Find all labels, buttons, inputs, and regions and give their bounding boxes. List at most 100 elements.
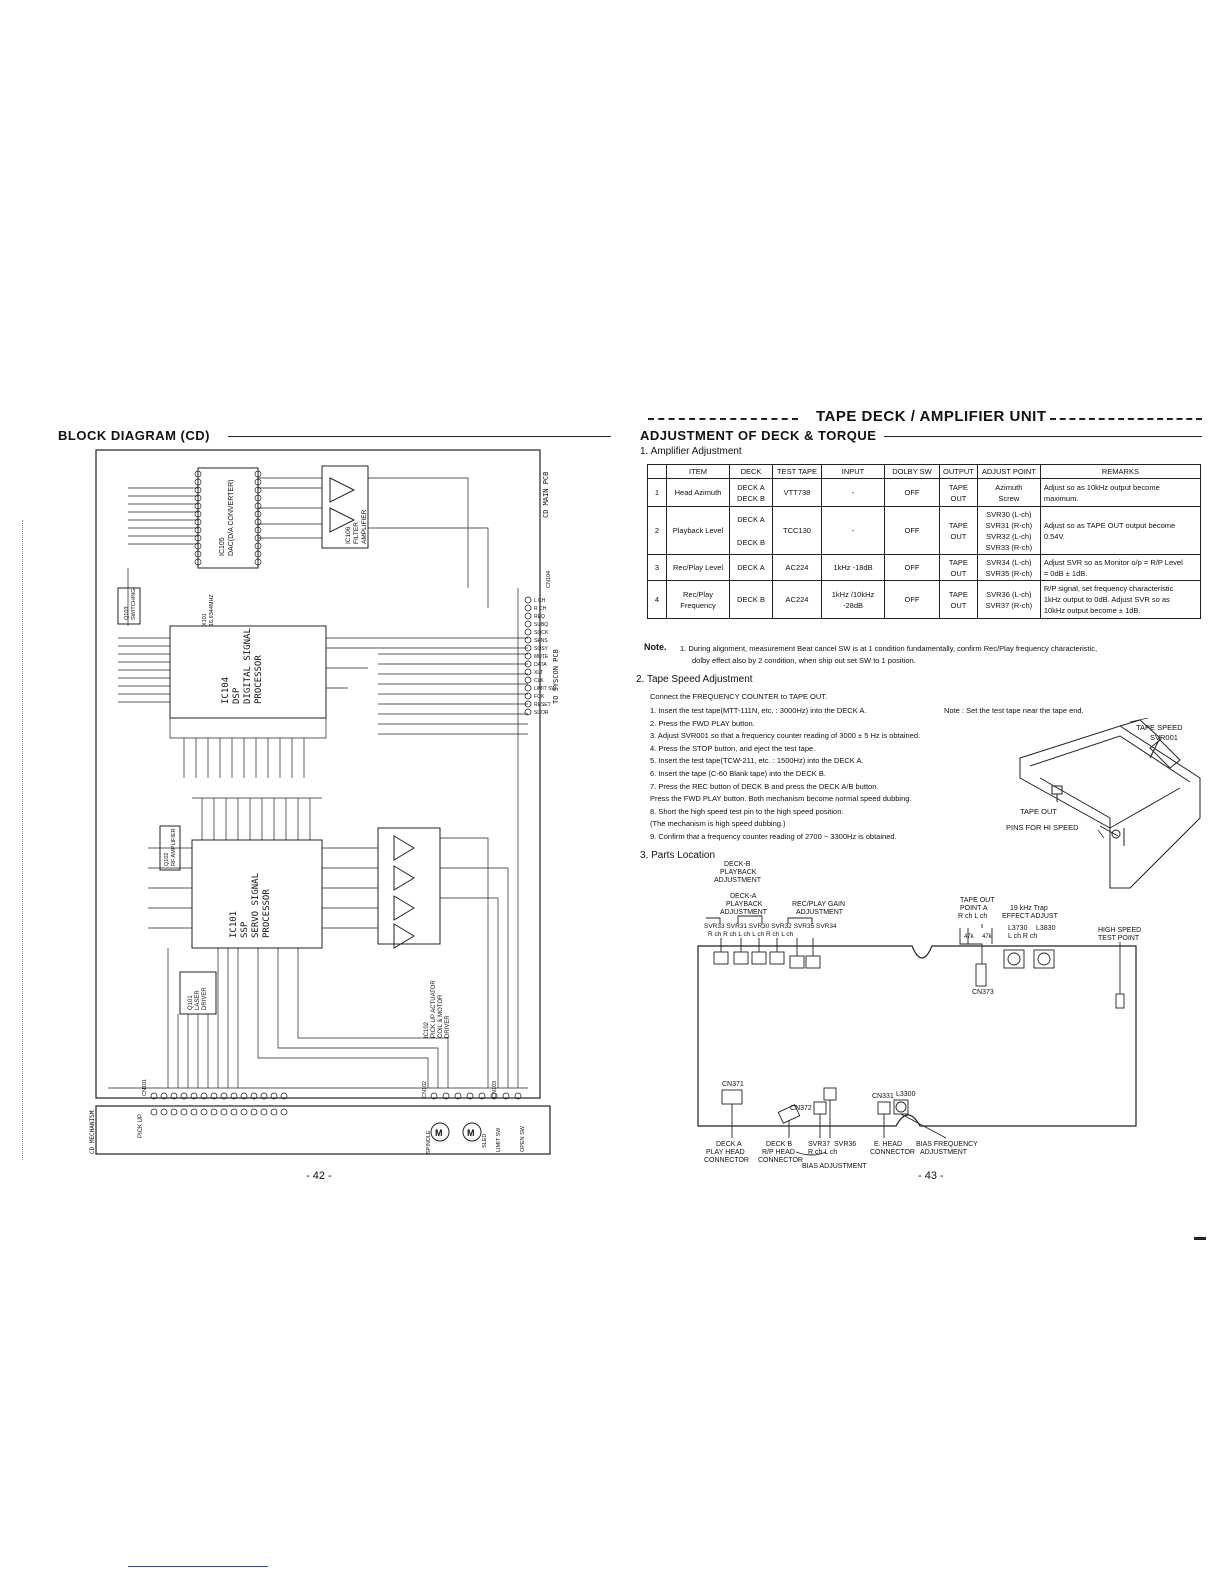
ic-pin (254, 502, 262, 510)
section-title-rule (884, 436, 1202, 437)
connector-pin (260, 1092, 268, 1100)
title-rule (228, 436, 611, 437)
ic-pin (194, 486, 202, 494)
col-input: INPUT (821, 464, 885, 479)
connector-pin (442, 1092, 450, 1100)
page-number-left: - 42 - (306, 1170, 332, 1182)
svg-text:M: M (467, 1128, 475, 1138)
connector-pin (524, 708, 532, 716)
amp-heading: 1. Amplifier Adjustment (640, 446, 742, 457)
connector-pin (502, 1092, 510, 1100)
connector-pin (200, 1092, 208, 1100)
ic-pin (194, 502, 202, 510)
ic102-label: IC102PICK UP ACTUATORCOIL & MOTORDRIVER (424, 980, 451, 1038)
ic-pin (254, 510, 262, 518)
cd-mechanism-label: CD MECHANISM (89, 1110, 96, 1154)
connector-pin (180, 1092, 188, 1100)
speed-intro: Connect the FREQUENCY COUNTER to TAPE OU… (650, 692, 828, 701)
note-label: Note. (644, 642, 667, 652)
section-header: TAPE DECK / AMPLIFIER UNIT (816, 408, 1047, 425)
ic102-block (377, 827, 441, 945)
svg-text:DECK-A: DECK-A (730, 893, 757, 900)
connector-pin (524, 676, 532, 684)
col-output: OUTPUT (939, 464, 978, 479)
connector-pin (250, 1092, 258, 1100)
speed-steps: 1. Insert the test tape(MTT-111N, etc. :… (650, 706, 921, 841)
connector-signal-label: L CH (534, 598, 546, 604)
svg-text:R ch R ch L ch L ch: R ch R ch L ch L ch R ch L ch (708, 931, 794, 938)
speed-heading: 2. Tape Speed Adjustment (636, 674, 753, 685)
svg-text:L ch R ch: L ch R ch (1008, 933, 1037, 940)
connector-pin (260, 1108, 268, 1116)
connector-signal-label: MUTE (534, 654, 549, 660)
svg-text:DECK A: DECK A (716, 1141, 742, 1148)
connector-signal-label: SCOR (534, 710, 549, 716)
svg-text:R/P HEAD: R/P HEAD (762, 1149, 795, 1156)
svg-text:CN372: CN372 (790, 1105, 812, 1112)
tape-speed-figure: TAPE SPEED SVR001 TAPE OUT PINS FOR HI S… (1006, 718, 1201, 889)
ic-pin (254, 478, 262, 486)
pick-up-label: PICK UP (138, 1114, 144, 1138)
cd-main-pcb-label: CD MAIN PCB (542, 472, 550, 518)
col-deck: DECK (729, 464, 773, 479)
limit-sw-label: LIMIT SW (496, 1127, 502, 1152)
page-number-right: - 43 - (918, 1170, 944, 1182)
svg-text:47k: 47k (982, 934, 993, 940)
svg-text:E. HEAD: E. HEAD (874, 1141, 902, 1148)
pcb-outline (697, 945, 1137, 1127)
cn102-label: CN102 (422, 1081, 428, 1098)
svg-text:M: M (435, 1128, 443, 1138)
connector-pin (180, 1108, 188, 1116)
col-adjust: ADJUST POINT (976, 464, 1041, 479)
connector-pin (478, 1092, 486, 1100)
connector-signal-label: SQCK (534, 630, 549, 636)
svg-text:DECK B: DECK B (766, 1141, 792, 1148)
connector-pin (280, 1108, 288, 1116)
ic-pin (194, 494, 202, 502)
connector-signal-label: DATA (534, 662, 547, 668)
spindle-label: SPINDLE (426, 1130, 432, 1154)
ic-pin (254, 486, 262, 494)
connector-pin (524, 652, 532, 660)
connector-pin (490, 1092, 498, 1100)
svg-text:EFFECT ADJUST: EFFECT ADJUST (1002, 913, 1059, 920)
connector-pin (524, 660, 532, 668)
connector-pin (524, 668, 532, 676)
ic104-label: IC104DSPDIGITAL SIGNALPROCESSOR (221, 628, 264, 704)
table-row: 3 Rec/Play Level DECK A AC224 1kHz -18dB… (647, 554, 1202, 581)
ic101-block (191, 839, 323, 949)
svg-text:L3300: L3300 (896, 1091, 916, 1098)
connector-signal-label: REQ (534, 614, 545, 620)
connector-pin (210, 1092, 218, 1100)
connector-pin (150, 1092, 158, 1100)
speed-note: Note : Set the test tape near the tape e… (944, 706, 1084, 715)
amplifier-adjustment-table: ITEM DECK TEST TAPE INPUT DOLBY SW OUTPU… (647, 464, 1202, 619)
svg-text:R ch L ch: R ch L ch (808, 1149, 837, 1156)
svg-text:TEST POINT: TEST POINT (1098, 935, 1140, 942)
connector-pin (270, 1108, 278, 1116)
connector-signal-label: R CH (534, 606, 547, 612)
col-remarks: REMARKS (1039, 464, 1202, 479)
ic-pin (194, 518, 202, 526)
svg-text:POINT A: POINT A (960, 905, 988, 912)
page-divider (22, 520, 23, 1160)
col-test-tape: TEST TAPE (772, 464, 822, 479)
connector-pin (280, 1092, 288, 1100)
connector-signal-label: SUBQ (534, 622, 548, 628)
ic-pin (254, 494, 262, 502)
cn103-label: CN103 (492, 1081, 498, 1098)
fig-tape-out: TAPE OUT (1020, 807, 1057, 816)
connector-pin (514, 1092, 522, 1100)
ic-pin (194, 542, 202, 550)
q103-block (117, 587, 141, 625)
connector-pin (210, 1108, 218, 1116)
connector-pin (524, 620, 532, 628)
ic105-block (197, 467, 259, 569)
col-item: ITEM (666, 464, 730, 479)
svg-text:ADJUSTMENT: ADJUSTMENT (920, 1149, 968, 1156)
sled-label: SLED (482, 1134, 488, 1148)
svg-text:BIAS ADJUSTMENT: BIAS ADJUSTMENT (802, 1163, 867, 1170)
connector-pin (190, 1108, 198, 1116)
